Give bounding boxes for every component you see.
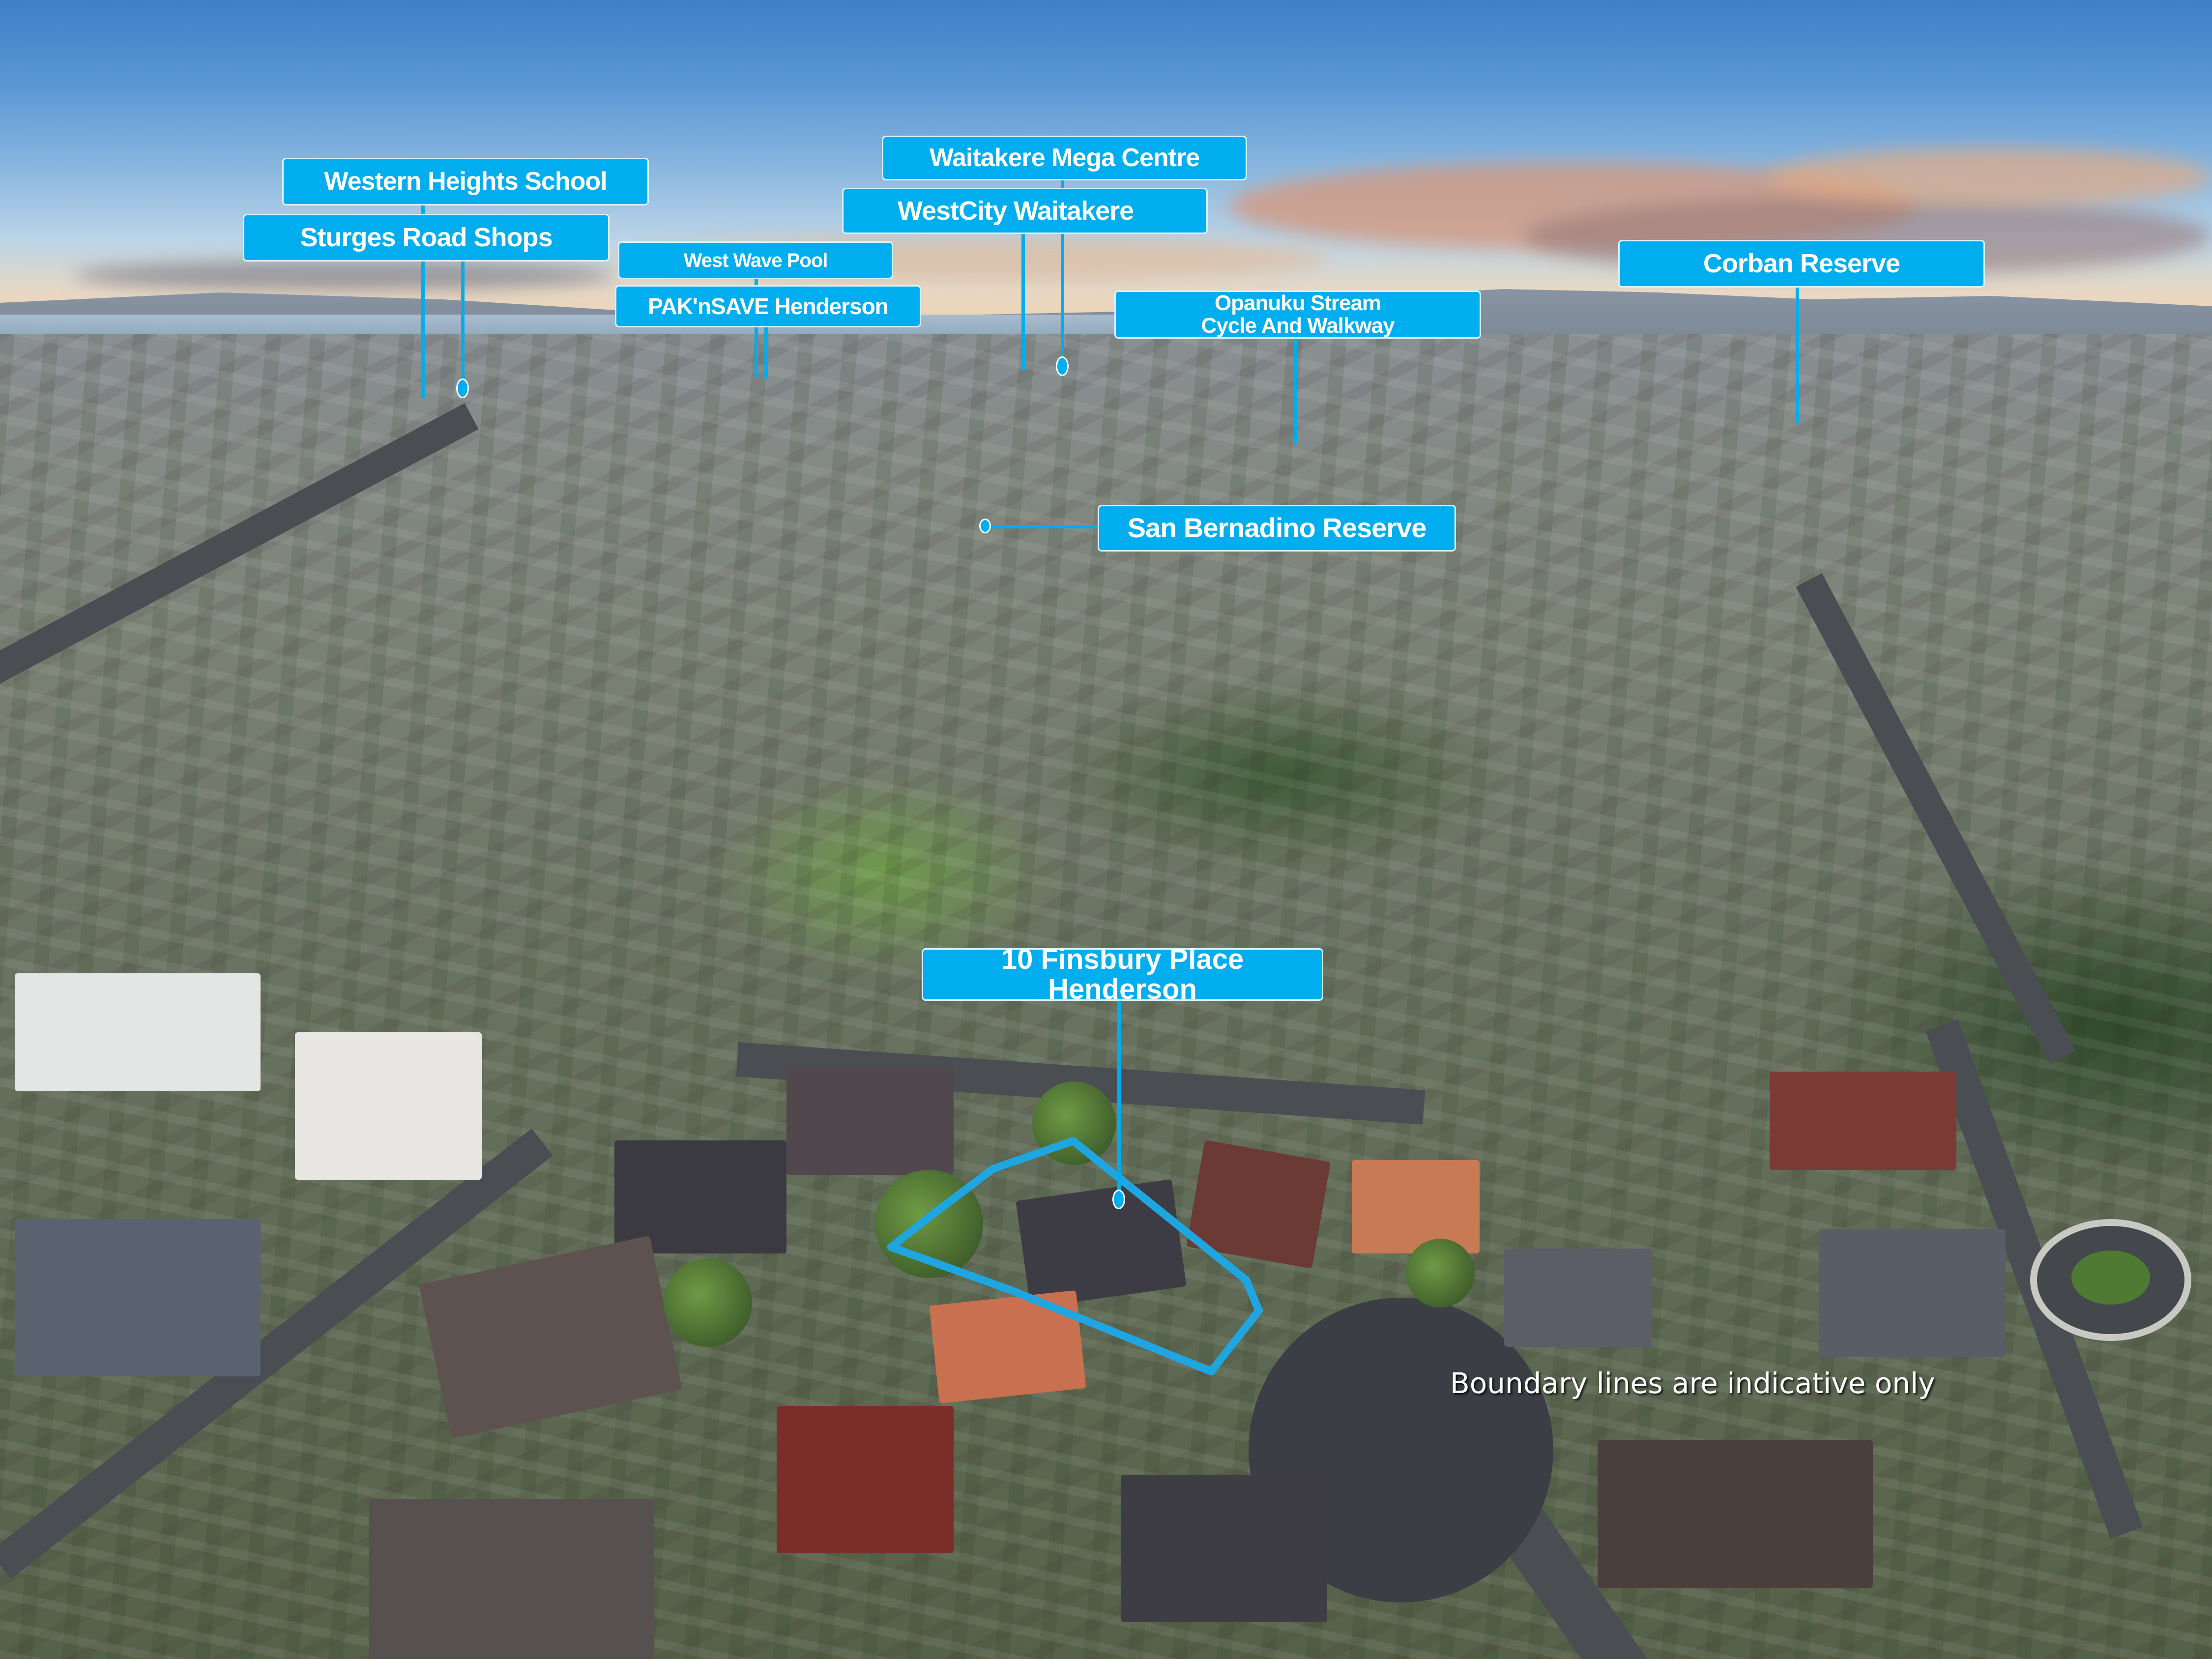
- pin-marker-mega-centre: [1056, 356, 1069, 376]
- house: [1352, 1160, 1480, 1253]
- leader-line-corban: [1796, 288, 1799, 423]
- label-paknsave-henderson: PAK'nSAVE Henderson: [615, 285, 921, 327]
- tree: [1406, 1239, 1475, 1308]
- label-subject-property: 10 Finsbury Place Henderson: [922, 944, 1323, 1004]
- label-westcity-waitakere: WestCity Waitakere: [842, 188, 1208, 234]
- house: [1598, 1440, 1873, 1588]
- label-waitakere-mega-centre: Waitakere Mega Centre: [882, 136, 1247, 180]
- house: [1770, 1072, 1956, 1170]
- label-corban-reserve: Corban Reserve: [1618, 240, 1985, 288]
- leader-line-westcity: [1021, 234, 1025, 370]
- house: [777, 1406, 954, 1553]
- house: [369, 1499, 654, 1659]
- boundary-disclaimer: Boundary lines are indicative only: [1450, 1367, 1935, 1400]
- house: [1504, 1249, 1652, 1347]
- label-opanuku-stream: Opanuku Stream Cycle And Walkway: [1114, 291, 1481, 339]
- label-opanuku-line1: Opanuku Stream: [1214, 291, 1381, 315]
- label-west-wave-pool: West Wave Pool: [618, 241, 893, 279]
- house: [1121, 1475, 1327, 1622]
- house: [614, 1140, 786, 1253]
- label-san-bernadino-reserve: San Bernadino Reserve: [1098, 505, 1456, 552]
- leader-line-west-wave: [755, 279, 758, 378]
- leader-line-sturges-road: [461, 262, 465, 384]
- leader-line-western-heights: [421, 205, 425, 398]
- pin-marker-san-bernadino: [979, 519, 991, 533]
- house: [1819, 1229, 2006, 1357]
- house: [295, 1032, 482, 1180]
- pin-marker-subject: [1112, 1190, 1125, 1209]
- tree: [664, 1258, 752, 1347]
- pin-marker-sturges-road: [456, 378, 469, 398]
- cloud: [74, 261, 614, 290]
- leader-line-paknsave: [764, 327, 768, 379]
- cloud: [1770, 147, 2212, 206]
- label-opanuku-line2: Cycle And Walkway: [1201, 314, 1395, 338]
- label-sturges-road-shops: Sturges Road Shops: [243, 214, 610, 262]
- house: [15, 1219, 261, 1376]
- house: [15, 973, 261, 1091]
- label-western-heights-school: Western Heights School: [282, 158, 649, 205]
- leader-line-san-bernadino: [983, 525, 1098, 528]
- leader-line-subject: [1117, 1000, 1121, 1202]
- house: [786, 1067, 954, 1175]
- leader-line-mega-centre: [1061, 180, 1064, 363]
- leader-line-opanuku: [1294, 339, 1297, 444]
